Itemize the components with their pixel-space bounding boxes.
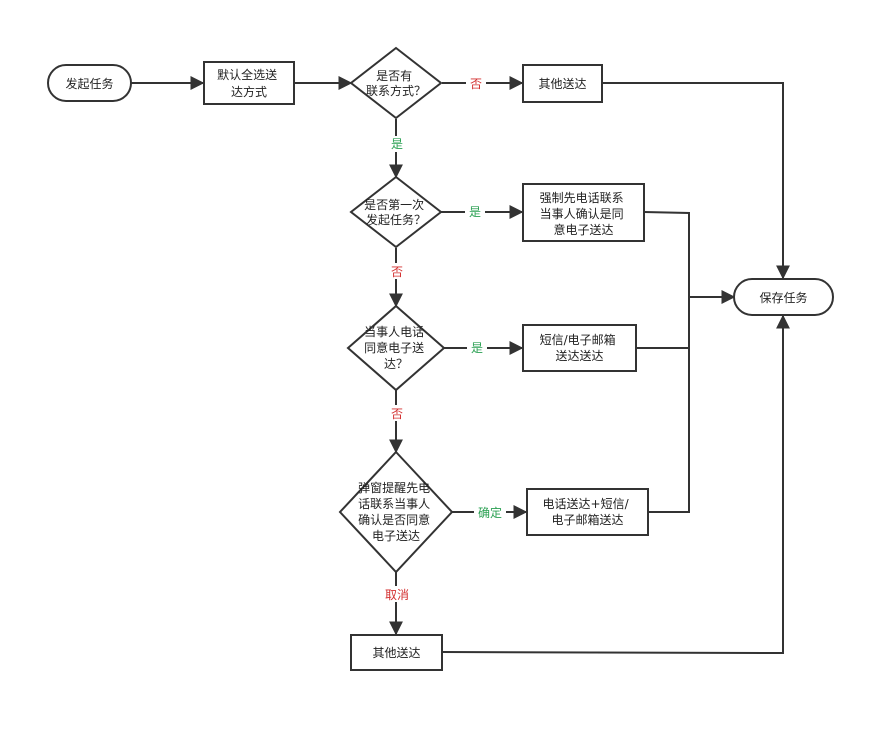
node-sms-email-line-2: 送达送达 [555, 348, 603, 363]
node-other-delivery-2: 其他送达 [350, 634, 443, 671]
node-default-all-line-1: 默认全选送 [217, 67, 277, 82]
svg-text:是否有 联系方式？: 是否有 联系方式？ [366, 69, 426, 98]
svg-text:强制先电话联系 当事人确认是同 意电: 强制先电话联系 当事人确认是同 意电子送达 [540, 191, 628, 237]
node-has-contact-line-2: 联系方式？ [366, 83, 426, 98]
edge-sms-to-merge [636, 297, 690, 349]
node-default-all-line-2: 达方式 [231, 84, 267, 99]
node-other-delivery-1: 其他送达 [522, 64, 603, 103]
node-phone-sms-email: 电话送达+短信/ 电子邮箱送达 [526, 488, 649, 536]
node-start-label: 发起任务 [65, 76, 113, 91]
node-start: 发起任务 [47, 64, 132, 102]
node-first-time-line-1: 是否第一次 [364, 198, 424, 212]
label-no-has-contact: 否 [470, 77, 482, 91]
node-party-agrees-line-3: 达？ [384, 357, 408, 371]
node-first-time-line-2: 发起任务？ [366, 212, 426, 227]
edge-force-call-to-merge [643, 211, 690, 297]
node-phone-sms-email-line-2: 电子邮箱送达 [551, 512, 623, 527]
node-save-task: 保存任务 [733, 278, 834, 316]
node-popup-remind: 弹窗提醒先电 话联系当事人 确认是否同意 电子送达 [338, 450, 454, 574]
label-cancel: 取消 [385, 588, 409, 602]
edge-other1-to-save [602, 82, 790, 280]
svg-text:电话送达+短信/ 电子邮箱送达: 电话送达+短信/ 电子邮箱送达 [543, 496, 633, 527]
svg-text:短信/电子邮箱 送达送达: 短信/电子邮箱 送达送达 [540, 332, 620, 363]
node-popup-remind-line-2: 话联系当事人 [358, 497, 430, 511]
node-force-call: 强制先电话联系 当事人确认是同 意电子送达 [522, 183, 645, 242]
node-force-call-line-1: 强制先电话联系 [540, 191, 624, 205]
node-default-all: 默认全选送 达方式 [203, 61, 295, 105]
node-party-agrees: 当事人电话 同意电子送 达？ [346, 304, 446, 392]
node-phone-sms-email-line-1: 电话送达+短信/ [543, 496, 630, 511]
node-popup-remind-line-4: 电子送达 [372, 528, 420, 543]
node-sms-email-line-1: 短信/电子邮箱 [540, 332, 616, 347]
node-save-task-label: 保存任务 [759, 290, 807, 305]
label-no-party-agrees: 否 [391, 407, 403, 421]
svg-text:默认全选送 达方式: 默认全选送 达方式 [217, 67, 281, 99]
node-has-contact-line-1: 是否有 [376, 69, 412, 83]
edge-other2-to-save [441, 314, 790, 655]
edge-phone-sms-to-merge [648, 348, 690, 513]
label-yes-first-time: 是 [469, 205, 481, 219]
label-no-first-time: 否 [391, 265, 403, 279]
node-force-call-line-2: 当事人确认是同 [540, 207, 624, 221]
node-other-delivery-1-label: 其他送达 [538, 76, 586, 91]
node-party-agrees-line-1: 当事人电话 [364, 325, 424, 339]
edge-labels: 否 是 是 否 是 否 确定 取消 [382, 75, 506, 602]
node-party-agrees-line-2: 同意电子送 [364, 340, 424, 355]
label-confirm: 确定 [478, 505, 502, 520]
label-yes-party-agrees: 是 [471, 341, 483, 355]
node-first-time: 是否第一次 发起任务？ [349, 175, 443, 249]
node-has-contact: 是否有 联系方式？ [349, 46, 443, 120]
svg-text:当事人电话 同意电子送 达？: 当事人电话 同意电子送 达？ [364, 325, 428, 371]
svg-text:是否第一次 发起任务？: 是否第一次 发起任务？ [364, 198, 428, 227]
label-yes-has-contact: 是 [391, 137, 403, 151]
edges [131, 76, 790, 655]
node-popup-remind-line-1: 弹窗提醒先电 [358, 480, 430, 495]
svg-text:弹窗提醒先电 话联系当事人 确认是否: 弹窗提醒先电 话联系当事人 确认是否同意 电子送达 [358, 480, 434, 543]
node-sms-email: 短信/电子邮箱 送达送达 [522, 324, 637, 372]
node-force-call-line-3: 意电子送达 [553, 222, 613, 237]
node-other-delivery-2-label: 其他送达 [372, 645, 420, 660]
node-popup-remind-line-3: 确认是否同意 [358, 512, 430, 527]
